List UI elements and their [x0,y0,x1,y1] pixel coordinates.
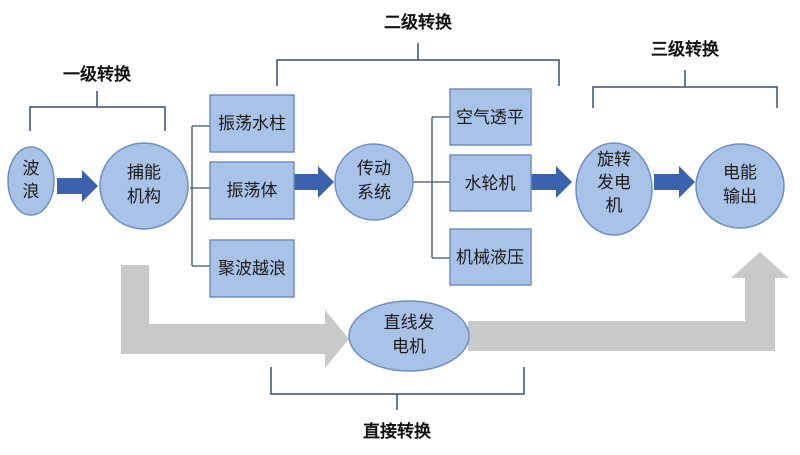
node-linear-line1: 直线发 [384,313,435,333]
label-level1: 一级转换 [63,64,132,85]
node-capture-line2: 机构 [127,187,161,207]
node-wave-line2: 浪 [23,182,40,202]
arrow-wave-to-capture [57,170,98,202]
node-transmission-line1: 传动 [357,159,391,179]
label-level2: 二级转换 [384,12,453,33]
node-mechanical-hydraulic: 机械液压 [449,228,532,286]
node-hydraulic-label: 机械液压 [456,248,524,268]
node-transmission-line2: 系统 [357,183,391,203]
node-air-turbine: 空气透平 [449,88,532,146]
node-oscillating-water-column: 振荡水柱 [209,94,295,153]
node-rotary-line1: 旋转 [597,150,631,170]
node-water-turbine-label: 水轮机 [465,174,516,194]
bracket-level1 [29,91,166,131]
node-capture-mechanism: 捕能 机构 [99,142,189,230]
node-output-line2: 输出 [723,187,757,207]
bracket-direct [270,367,525,410]
arrow-osc-to-transmission [293,166,334,198]
arrow-turbine-to-generator [529,166,572,198]
node-linear-generator: 直线发 电机 [348,300,470,372]
node-rotary-generator: 旋转 发电 机 [575,142,653,236]
node-osc-body-label: 振荡体 [227,181,278,201]
node-overtopping-label: 聚波越浪 [218,259,286,279]
node-transmission: 传动 系统 [334,143,414,221]
node-power-output: 电能 输出 [695,143,785,229]
label-level3: 三级转换 [651,39,720,60]
node-overtopping: 聚波越浪 [209,239,295,298]
node-output-line1: 电能 [723,163,757,183]
bracket-level3 [592,70,778,108]
node-water-turbine: 水轮机 [449,154,532,212]
node-capture-line1: 捕能 [127,163,161,183]
node-linear-line2: 电机 [392,337,426,357]
node-rotary-line3: 机 [606,196,623,216]
connector-transmission-branches [413,116,450,259]
bracket-level2 [276,43,560,86]
node-wave: 波 浪 [7,146,55,216]
node-wave-line1: 波 [23,159,40,179]
arrow-generator-to-output [654,166,695,198]
node-air-turbine-label: 空气透平 [456,108,524,128]
direct-path-left-arrow [121,265,349,368]
direct-path-right-arrow [468,252,789,351]
node-oscillating-body: 振荡体 [209,161,295,220]
node-rotary-line2: 发电 [597,173,631,193]
node-osc-column-label: 振荡水柱 [218,114,286,134]
label-direct: 直接转换 [363,421,432,442]
connector-capture-branches [190,125,210,267]
